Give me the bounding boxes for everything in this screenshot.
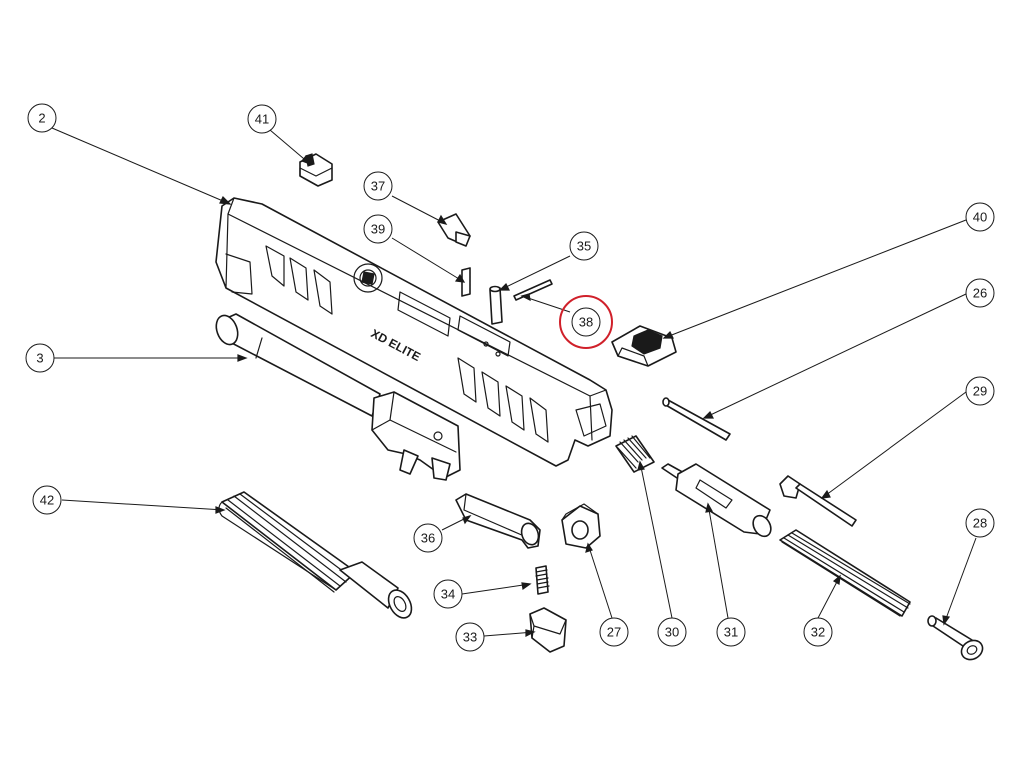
- striker-spring-part: [779, 529, 911, 617]
- guide-pin-part: [927, 615, 984, 661]
- leader-arrowheads: [215, 154, 951, 637]
- svg-text:38: 38: [579, 315, 593, 330]
- callout-29: 29: [965, 376, 995, 406]
- cap-part: [561, 503, 601, 549]
- callout-42: 42: [32, 485, 62, 515]
- extractor-part: [437, 213, 471, 247]
- leader-42: [61, 499, 225, 511]
- callout-30: 30: [657, 617, 687, 647]
- firing-pin-housing-part: [661, 463, 772, 538]
- callout-33: 33: [455, 622, 485, 652]
- pin-26-part: [662, 397, 731, 441]
- leader-39: [391, 237, 465, 283]
- callout-2: 2: [27, 103, 57, 133]
- svg-text:34: 34: [441, 587, 455, 602]
- svg-text:35: 35: [577, 239, 591, 254]
- callout-37: 37: [363, 171, 393, 201]
- plunger-part: [455, 493, 541, 549]
- slide-part: [215, 197, 613, 467]
- callout-3: 3: [25, 343, 55, 373]
- callout-41: 41: [247, 104, 277, 134]
- svg-text:36: 36: [421, 531, 435, 546]
- leader-29: [821, 391, 967, 499]
- svg-text:40: 40: [973, 210, 987, 225]
- spring-34-part: [535, 565, 550, 595]
- callout-34: 34: [433, 579, 463, 609]
- callout-27: 27: [599, 617, 629, 647]
- leader-26: [703, 293, 967, 419]
- barrel-part: [215, 313, 461, 481]
- svg-text:30: 30: [665, 625, 679, 640]
- pin-35-part: [489, 285, 503, 325]
- callout-31: 31: [716, 617, 746, 647]
- striker-part: [779, 475, 857, 527]
- extractor-spring-part: [461, 267, 471, 297]
- callout-35: 35: [569, 231, 599, 261]
- indicator-part: [529, 607, 567, 653]
- recoil-spring-part: [218, 491, 413, 619]
- leader-30: [639, 461, 673, 619]
- svg-text:26: 26: [973, 286, 987, 301]
- callout-38: 38: [571, 307, 601, 337]
- leader-34: [461, 583, 531, 595]
- svg-text:37: 37: [371, 179, 385, 194]
- svg-text:28: 28: [973, 516, 987, 531]
- leader-2: [51, 127, 231, 205]
- callout-26: 26: [965, 278, 995, 308]
- svg-text:3: 3: [36, 351, 43, 366]
- leader-27: [587, 543, 613, 619]
- callout-39: 39: [363, 214, 393, 244]
- spring-30-part: [615, 435, 655, 473]
- pin-38-part: [513, 279, 553, 301]
- leader-28: [943, 537, 977, 625]
- callout-32: 32: [803, 617, 833, 647]
- svg-text:39: 39: [371, 222, 385, 237]
- svg-text:33: 33: [463, 630, 477, 645]
- svg-text:31: 31: [724, 625, 738, 640]
- leader-35: [499, 255, 571, 291]
- leader-31: [707, 503, 729, 619]
- highlight-ring: [559, 295, 613, 349]
- leader-40: [663, 219, 967, 339]
- callout-28: 28: [965, 508, 995, 538]
- leader-lines: [51, 127, 977, 637]
- svg-text:2: 2: [38, 111, 45, 126]
- svg-text:41: 41: [255, 112, 269, 127]
- callout-40: 40: [965, 202, 995, 232]
- svg-text:42: 42: [40, 493, 54, 508]
- callout-36: 36: [413, 523, 443, 553]
- leader-37: [391, 195, 447, 225]
- svg-text:29: 29: [973, 384, 987, 399]
- leader-41: [269, 129, 311, 165]
- svg-text:32: 32: [811, 625, 825, 640]
- svg-text:27: 27: [607, 625, 621, 640]
- rear-sight-part: [611, 325, 677, 367]
